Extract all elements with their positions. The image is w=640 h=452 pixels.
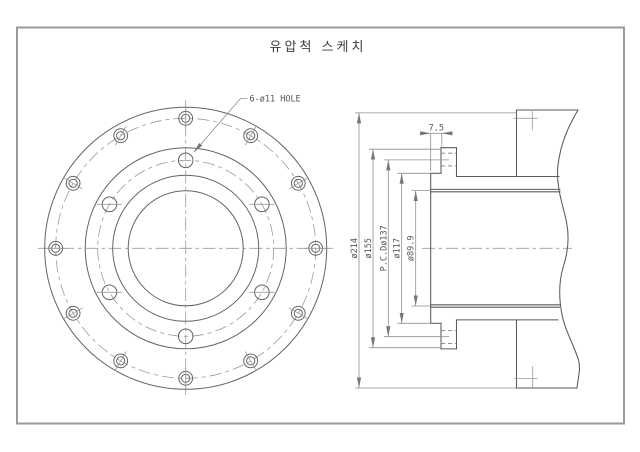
outer-bolt-hole	[243, 125, 259, 146]
outer-bolt-hole	[63, 175, 83, 191]
outer-bolt-hole	[288, 305, 309, 321]
pcd-hole	[249, 196, 275, 213]
page-title: 유압척 스케치	[270, 40, 367, 55]
dimension-od214: ø214	[350, 112, 517, 389]
outer-bolt-hole	[304, 240, 327, 256]
outer-bolt-hole	[113, 351, 129, 371]
outer-bolt-hole	[113, 125, 129, 146]
chuck-body-outline	[513, 109, 580, 389]
outer-bolt-hole	[178, 107, 194, 130]
pcd-hole	[97, 284, 122, 301]
dim-label-7-5: 7.5	[429, 124, 444, 134]
drawing-border	[16, 26, 625, 425]
dim-label-od214: ø214	[350, 238, 360, 258]
dim-label-pcd137: P.C.Dø137	[379, 225, 389, 271]
outer-bolt-hole	[288, 175, 309, 191]
dimension-pcd137: P.C.Dø137	[379, 159, 449, 338]
dim-label-od117: ø117	[393, 238, 403, 258]
pcd-hole	[97, 196, 122, 213]
outer-bolt-hole	[44, 240, 67, 256]
outer-bolt-hole	[63, 305, 83, 321]
outer-bolt-hole	[243, 351, 259, 371]
side-view: ø214 ø155 P.C.Dø137 ø117 ø89.9	[350, 109, 580, 389]
dimension-od89-9: ø89.9	[407, 190, 431, 307]
dim-label-od155: ø155	[364, 238, 374, 258]
flange-outline	[430, 147, 561, 350]
pcd-hole	[177, 152, 194, 169]
dimension-od117: ø117	[393, 172, 432, 324]
dimension-7-5: 7.5	[419, 124, 453, 171]
hole-callout-label: 6-ø11 HOLE	[250, 95, 301, 105]
boss-circle	[112, 174, 260, 322]
front-view: 6-ø11 HOLE	[38, 95, 333, 397]
pcd-circle	[97, 159, 275, 337]
pcd-hole	[249, 284, 275, 301]
dimension-od155: ø155	[364, 148, 441, 349]
hole-callout-leader	[193, 98, 248, 153]
outer-bolt-hole	[178, 367, 194, 390]
bore-circle	[127, 190, 244, 307]
pcd-hole	[177, 328, 194, 345]
break-line	[556, 109, 580, 389]
flange-od-circle	[84, 147, 287, 350]
dim-label-od89-9: ø89.9	[407, 236, 417, 262]
hidden-hole-lines	[441, 152, 457, 344]
